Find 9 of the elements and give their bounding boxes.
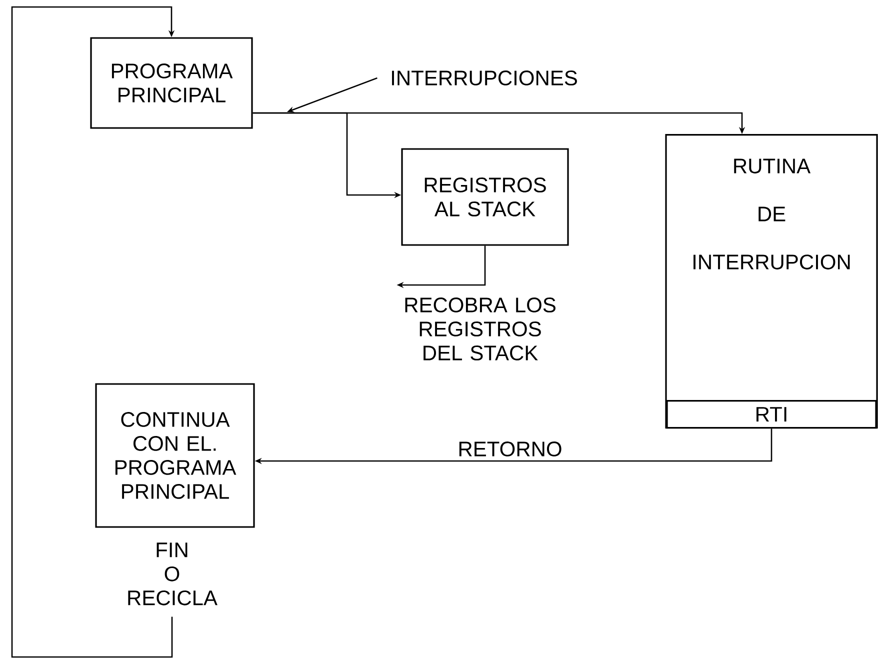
arrow (11, 6, 175, 658)
process-box: PROGRAMA PRINCIPAL (90, 37, 253, 129)
note-text: RECOBRA LOS REGISTROS DEL STACK (405, 298, 556, 360)
process-box: CONTINUA CON EL. PROGRAMA PRINCIPAL (95, 383, 255, 528)
end-text: FIN O RECICLA (128, 542, 218, 606)
process-box: REGISTROS AL STACK (401, 148, 569, 246)
interrupt-label: INTERRUPCIONES (392, 70, 577, 86)
edge-label: RETORNO (456, 440, 564, 458)
rti-band: RTI (666, 400, 877, 429)
